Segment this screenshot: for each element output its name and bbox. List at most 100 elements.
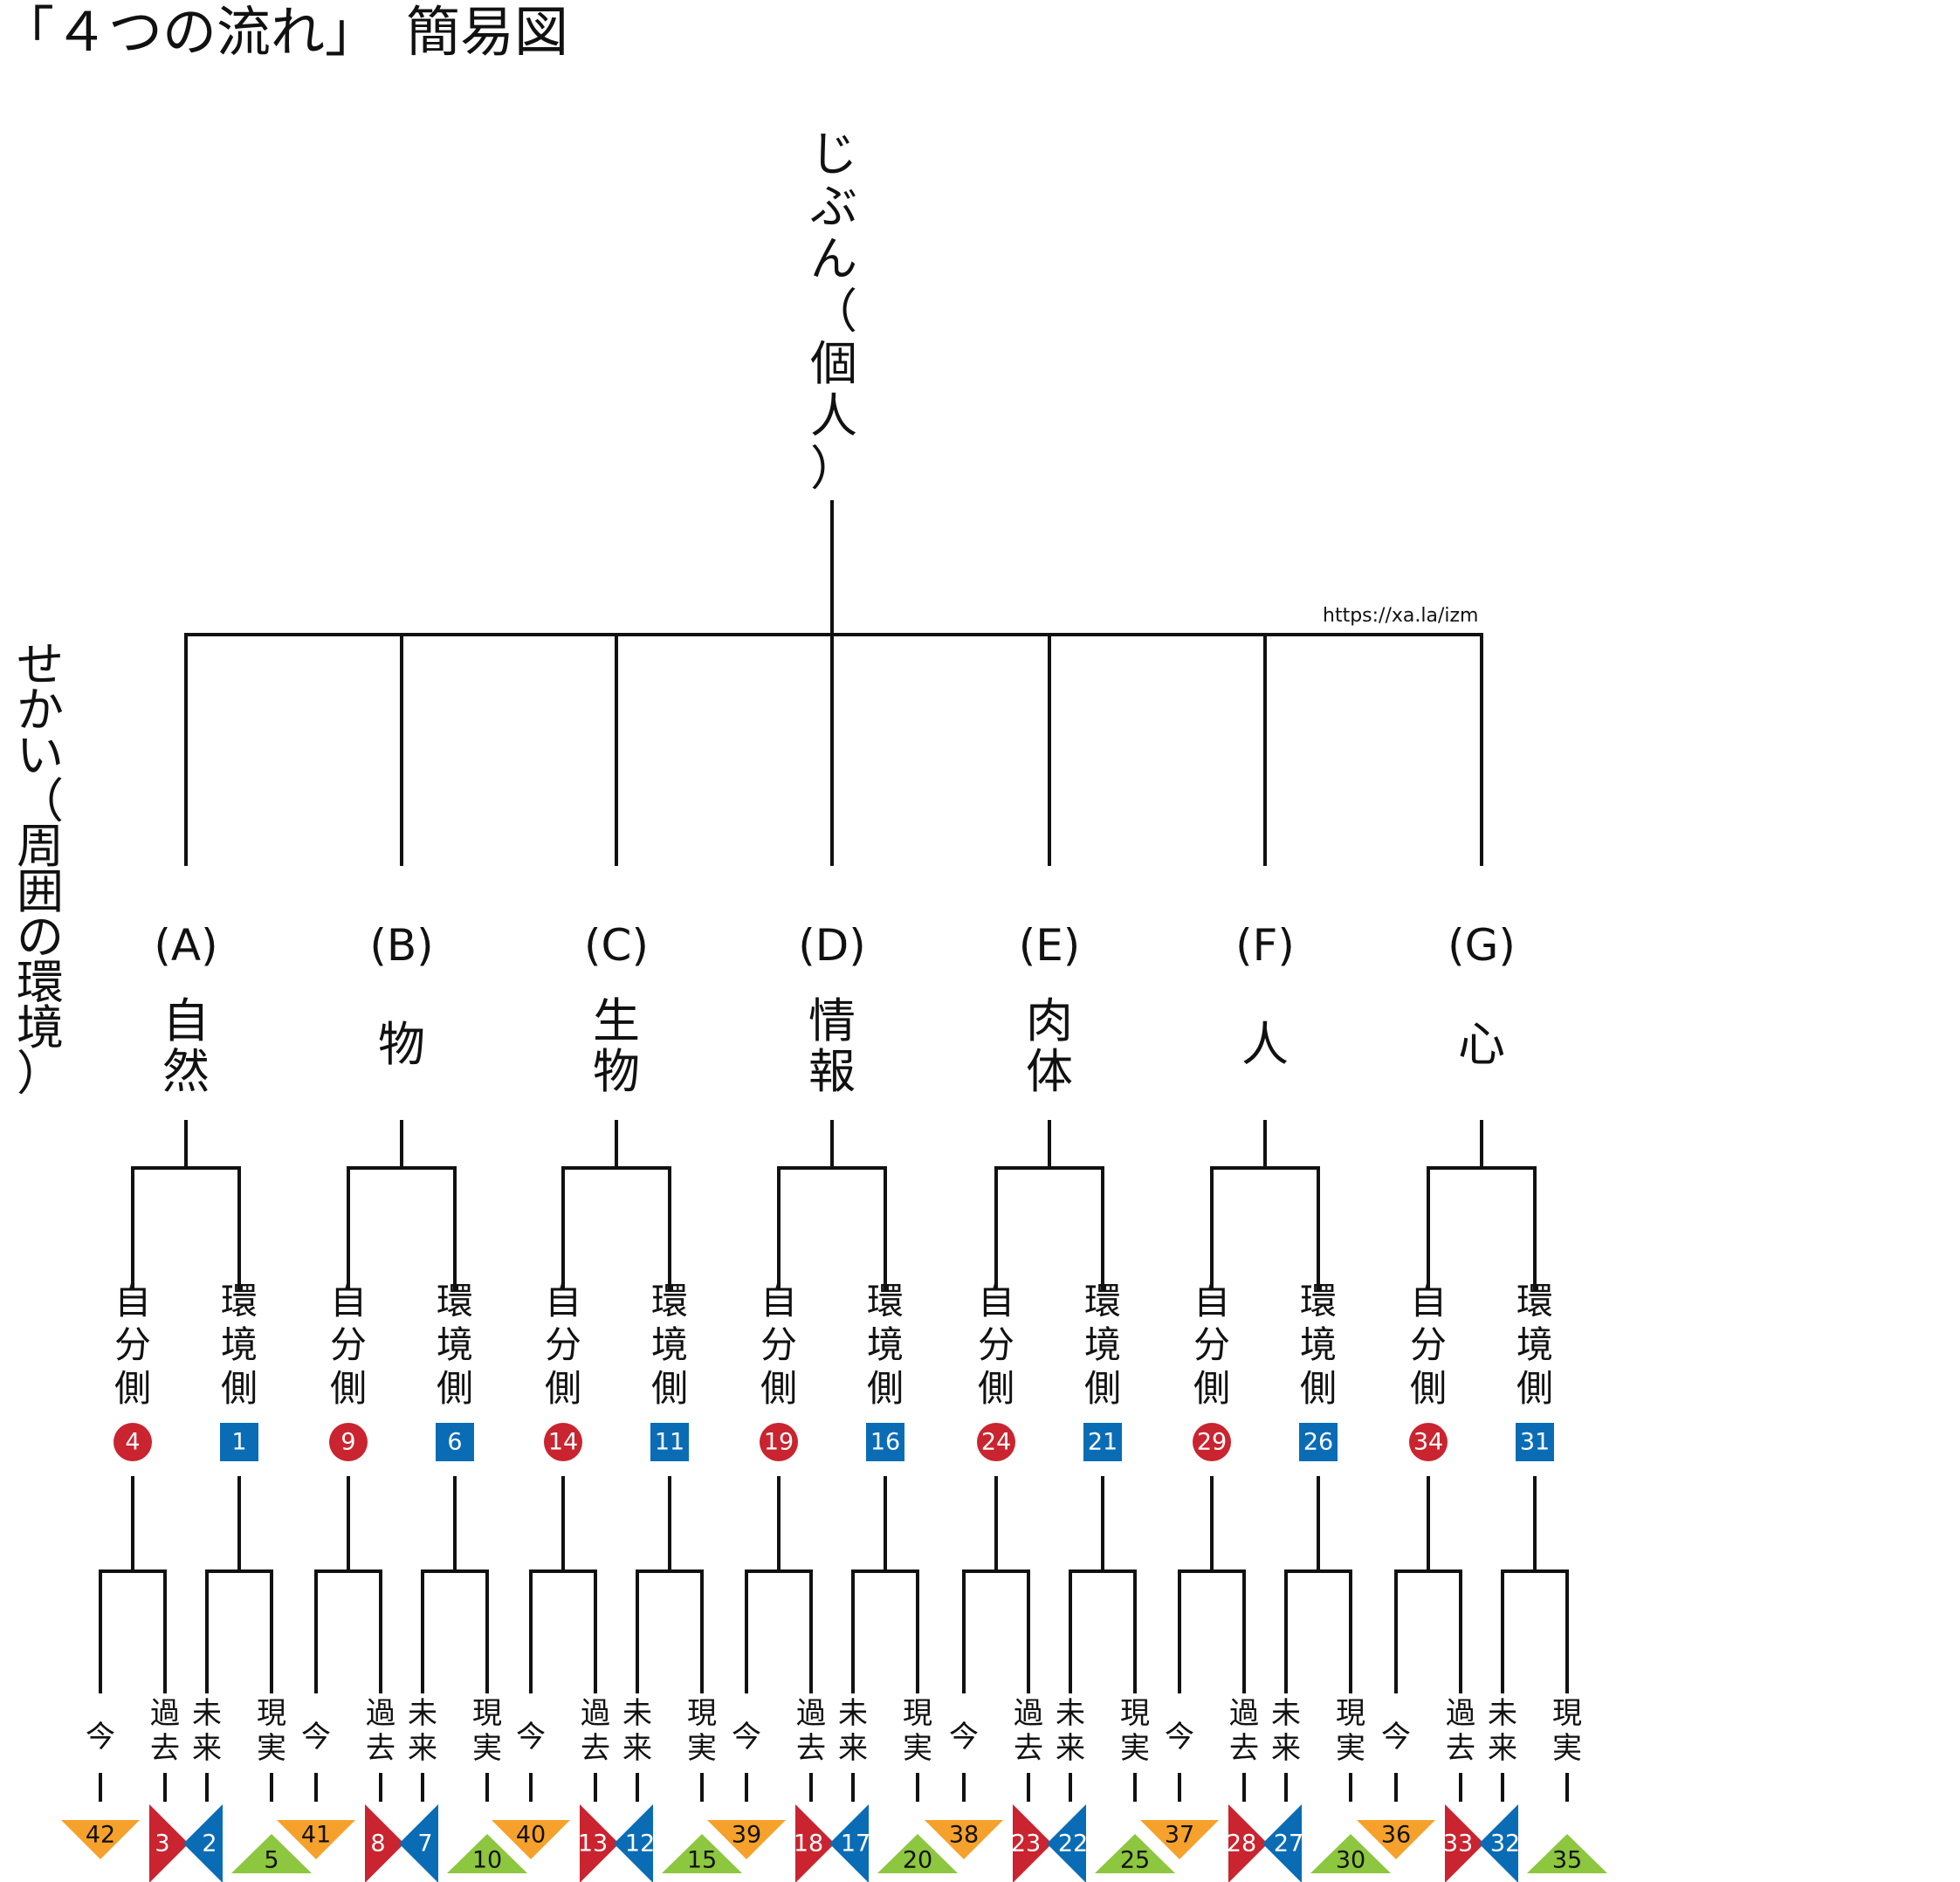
leaf-future-triangle-5-shape xyxy=(1262,1804,1302,1882)
branch-letter-6: (G) xyxy=(1448,920,1516,971)
leaf-now-triangle-2-number: 40 xyxy=(516,1822,546,1849)
leaf-reality-triangle-0-shape xyxy=(231,1834,312,1873)
branch-name-5: 人 xyxy=(1241,1017,1289,1072)
leaf-past-triangle-3-number: 18 xyxy=(794,1830,823,1858)
self-side-label-5: 自分側 xyxy=(1193,1280,1230,1410)
env-bracket-6 xyxy=(1501,1569,1569,1693)
leaf-past-label-2: 過去 xyxy=(581,1696,610,1766)
leaf-future-triangle-3-number: 17 xyxy=(841,1830,870,1858)
self-badge-1 xyxy=(329,1423,368,1461)
branch-name-4: 肉体 xyxy=(1026,993,1073,1099)
env-bracket-5 xyxy=(1284,1569,1352,1693)
leaf-now-label-1: 今 xyxy=(301,1720,331,1755)
leaf-future-triangle-0-number: 2 xyxy=(202,1830,217,1858)
env-side-label-5: 環境側 xyxy=(1300,1280,1337,1410)
env-bracket-1 xyxy=(421,1569,489,1693)
branch-name-0: 自然 xyxy=(162,993,210,1099)
self-bracket-4 xyxy=(962,1569,1030,1693)
env-bracket-4 xyxy=(1069,1569,1137,1693)
leaf-past-label-1: 過去 xyxy=(366,1696,395,1766)
env-badge-number-6: 31 xyxy=(1520,1429,1550,1456)
leaf-now-label-2: 今 xyxy=(516,1720,546,1755)
leaf-now-triangle-2-shape xyxy=(492,1820,570,1859)
leaf-past-label-4: 過去 xyxy=(1014,1696,1043,1766)
self-bracket-0 xyxy=(99,1569,167,1693)
self-badge-number-2: 14 xyxy=(548,1429,578,1456)
leaf-past-triangle-3-shape xyxy=(795,1804,835,1882)
leaf-now-triangle-1-shape xyxy=(277,1820,355,1859)
env-side-label-4: 環境側 xyxy=(1084,1280,1121,1410)
self-badge-number-1: 9 xyxy=(340,1429,355,1456)
leaf-now-label-6: 今 xyxy=(1381,1720,1411,1755)
leaf-past-triangle-5-shape xyxy=(1228,1804,1268,1882)
leaf-reality-label-6: 現実 xyxy=(1552,1696,1582,1766)
self-badge-number-0: 4 xyxy=(125,1429,140,1456)
leaf-reality-triangle-3-shape xyxy=(877,1834,958,1873)
leaf-reality-triangle-4-number: 25 xyxy=(1120,1847,1150,1874)
self-badge-number-4: 24 xyxy=(981,1429,1011,1456)
leaf-reality-triangle-5-number: 30 xyxy=(1336,1847,1365,1874)
leaf-past-triangle-0-shape xyxy=(149,1804,189,1882)
leaf-reality-label-0: 現実 xyxy=(257,1696,286,1766)
env-side-label-6: 環境側 xyxy=(1516,1280,1553,1410)
leaf-future-triangle-4-number: 22 xyxy=(1058,1830,1088,1858)
branch-bracket-2 xyxy=(561,1166,671,1290)
branch-letter-0: (A) xyxy=(154,920,217,971)
leaf-now-triangle-3-shape xyxy=(707,1820,786,1859)
leaf-past-label-5: 過去 xyxy=(1229,1696,1259,1766)
leaf-reality-triangle-1-number: 10 xyxy=(472,1847,502,1874)
leaf-future-label-4: 未来 xyxy=(1056,1696,1085,1766)
leaf-future-label-0: 未来 xyxy=(192,1696,222,1766)
env-badge-number-0: 1 xyxy=(231,1429,246,1456)
leaf-past-triangle-4-shape xyxy=(1013,1804,1052,1882)
self-badge-number-3: 19 xyxy=(764,1429,794,1456)
env-bracket-0 xyxy=(205,1569,273,1693)
env-bracket-2 xyxy=(636,1569,704,1693)
branch-bracket-4 xyxy=(994,1166,1104,1290)
branch-letter-3: (D) xyxy=(798,920,866,971)
leaf-future-triangle-3-shape xyxy=(829,1804,869,1882)
self-side-label-6: 自分側 xyxy=(1410,1280,1447,1410)
leaf-future-triangle-1-number: 7 xyxy=(417,1830,432,1858)
leaf-past-triangle-2-number: 13 xyxy=(578,1830,608,1858)
leaf-now-triangle-5-shape xyxy=(1140,1820,1219,1859)
env-badge-2 xyxy=(650,1423,689,1461)
env-side-label-0: 環境側 xyxy=(221,1280,258,1410)
leaf-now-triangle-5-number: 37 xyxy=(1165,1822,1194,1849)
env-badge-6 xyxy=(1516,1423,1554,1461)
leaf-reality-triangle-2-number: 15 xyxy=(687,1847,717,1874)
leaf-reality-triangle-6-shape xyxy=(1527,1834,1607,1873)
self-bracket-1 xyxy=(314,1569,382,1693)
leaf-reality-triangle-2-shape xyxy=(662,1834,742,1873)
env-badge-1 xyxy=(436,1423,474,1461)
leaf-reality-label-4: 現実 xyxy=(1120,1696,1150,1766)
env-badge-0 xyxy=(220,1423,258,1461)
leaf-reality-triangle-0-number: 5 xyxy=(264,1847,279,1874)
leaf-reality-triangle-4-shape xyxy=(1095,1834,1175,1873)
self-badge-number-6: 34 xyxy=(1413,1429,1443,1456)
env-badge-4 xyxy=(1083,1423,1122,1461)
env-side-label-1: 環境側 xyxy=(437,1280,473,1410)
leaf-reality-triangle-1-shape xyxy=(447,1834,527,1873)
leaf-future-triangle-5-number: 27 xyxy=(1274,1830,1303,1858)
branch-letter-5: (F) xyxy=(1235,920,1295,971)
leaf-future-label-5: 未来 xyxy=(1271,1696,1301,1766)
branch-name-3: 情報 xyxy=(808,993,856,1099)
branch-letter-1: (B) xyxy=(369,920,433,971)
branch-name-2: 生物 xyxy=(593,993,640,1099)
self-badge-6 xyxy=(1409,1423,1448,1461)
branch-letter-2: (C) xyxy=(584,920,649,971)
branch-bracket-0 xyxy=(131,1166,241,1290)
self-badge-number-5: 29 xyxy=(1197,1429,1227,1456)
leaf-now-triangle-1-number: 41 xyxy=(301,1822,331,1849)
leaf-future-triangle-6-shape xyxy=(1479,1804,1518,1882)
env-bracket-3 xyxy=(851,1569,919,1693)
leaf-past-triangle-6-shape xyxy=(1445,1804,1484,1882)
leaf-future-label-1: 未来 xyxy=(408,1696,437,1766)
leaf-now-label-0: 今 xyxy=(86,1720,115,1755)
leaf-now-triangle-3-number: 39 xyxy=(732,1822,761,1849)
url-label: https://xa.la/izm xyxy=(1323,605,1478,627)
leaf-past-triangle-5-number: 28 xyxy=(1227,1830,1256,1858)
leaf-reality-label-5: 現実 xyxy=(1336,1696,1365,1766)
